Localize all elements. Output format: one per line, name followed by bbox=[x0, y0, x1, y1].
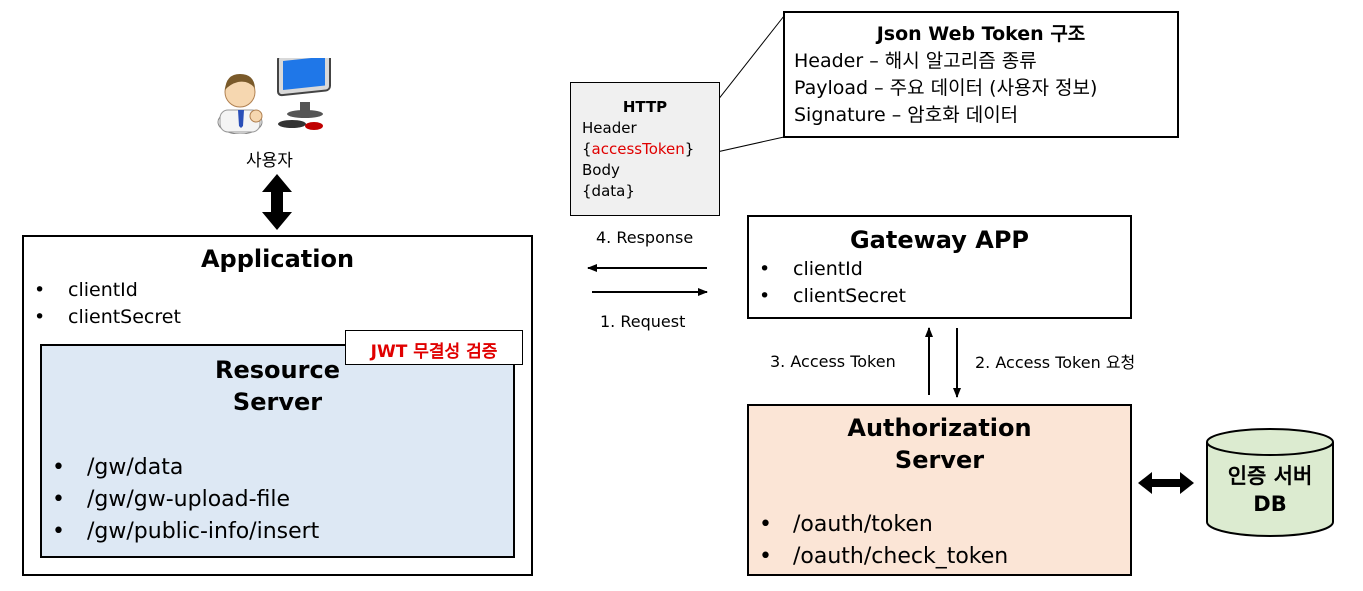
jwt-title: Json Web Token 구조 bbox=[876, 23, 1086, 45]
http-body-line: Body bbox=[582, 161, 620, 179]
jwt-integrity-badge: JWT 무결성 검증 bbox=[345, 330, 523, 365]
db-label: 인증 서버 DB bbox=[1227, 464, 1313, 516]
jwt-signature-line: Signature – 암호화 데이터 bbox=[794, 104, 1019, 126]
authorization-server-title: Authorization Server bbox=[847, 414, 1032, 474]
list-item: •/gw/gw-upload-file bbox=[52, 487, 291, 512]
gateway-credentials-list: •clientId •clientSecret bbox=[759, 256, 906, 310]
resource-server-title: Resource Server bbox=[215, 356, 340, 416]
resource-server-box: Resource Server •/gw/data •/gw/gw-upload… bbox=[40, 344, 515, 558]
list-item: •clientSecret bbox=[759, 285, 906, 307]
http-message-box: HTTP Header {accessToken} Body {data} bbox=[570, 82, 720, 216]
response-label: 4. Response bbox=[596, 228, 694, 247]
list-item: •clientId bbox=[34, 279, 138, 301]
http-title: HTTP bbox=[622, 98, 668, 116]
list-item: •/oauth/token bbox=[759, 512, 933, 537]
jwt-payload-line: Payload – 주요 데이터 (사용자 정보) bbox=[794, 77, 1098, 99]
application-title: Application bbox=[200, 245, 355, 273]
application-credentials-list: •clientId •clientSecret bbox=[34, 277, 181, 331]
resource-endpoints-list: •/gw/data •/gw/gw-upload-file •/gw/publi… bbox=[52, 452, 319, 548]
user-computer-icon bbox=[216, 49, 336, 135]
list-item: •clientSecret bbox=[34, 306, 181, 328]
jwt-header-line: Header – 해시 알고리즘 종류 bbox=[794, 50, 1037, 72]
http-token-line: {accessToken} bbox=[582, 140, 695, 158]
gateway-title: Gateway APP bbox=[849, 226, 1030, 254]
list-item: •clientId bbox=[759, 258, 863, 280]
http-data-line: {data} bbox=[582, 182, 635, 200]
user-app-double-arrow bbox=[262, 174, 292, 230]
jwt-structure-box: Json Web Token 구조 Header – 해시 알고리즘 종류 Pa… bbox=[783, 11, 1179, 138]
access-token-request-label: 2. Access Token 요청 bbox=[975, 353, 1136, 372]
access-token-label: 3. Access Token bbox=[770, 352, 896, 371]
auth-db-double-arrow bbox=[1138, 472, 1194, 494]
list-item: •/gw/public-info/insert bbox=[52, 519, 320, 544]
authorization-endpoints-list: •/oauth/token •/oauth/check_token bbox=[759, 509, 1008, 573]
list-item: •/gw/data bbox=[52, 455, 184, 480]
request-label: 1. Request bbox=[600, 312, 686, 331]
list-item: •/oauth/check_token bbox=[759, 544, 1009, 569]
access-token-text: accessToken bbox=[591, 140, 685, 158]
http-header-line: Header bbox=[582, 119, 637, 137]
auth-db-cylinder: 인증 서버 DB bbox=[1206, 428, 1334, 538]
gateway-app-box: Gateway APP •clientId •clientSecret bbox=[747, 215, 1132, 319]
authorization-server-box: Authorization Server •/oauth/token •/oau… bbox=[747, 404, 1132, 576]
user-label: 사용자 bbox=[246, 151, 293, 171]
